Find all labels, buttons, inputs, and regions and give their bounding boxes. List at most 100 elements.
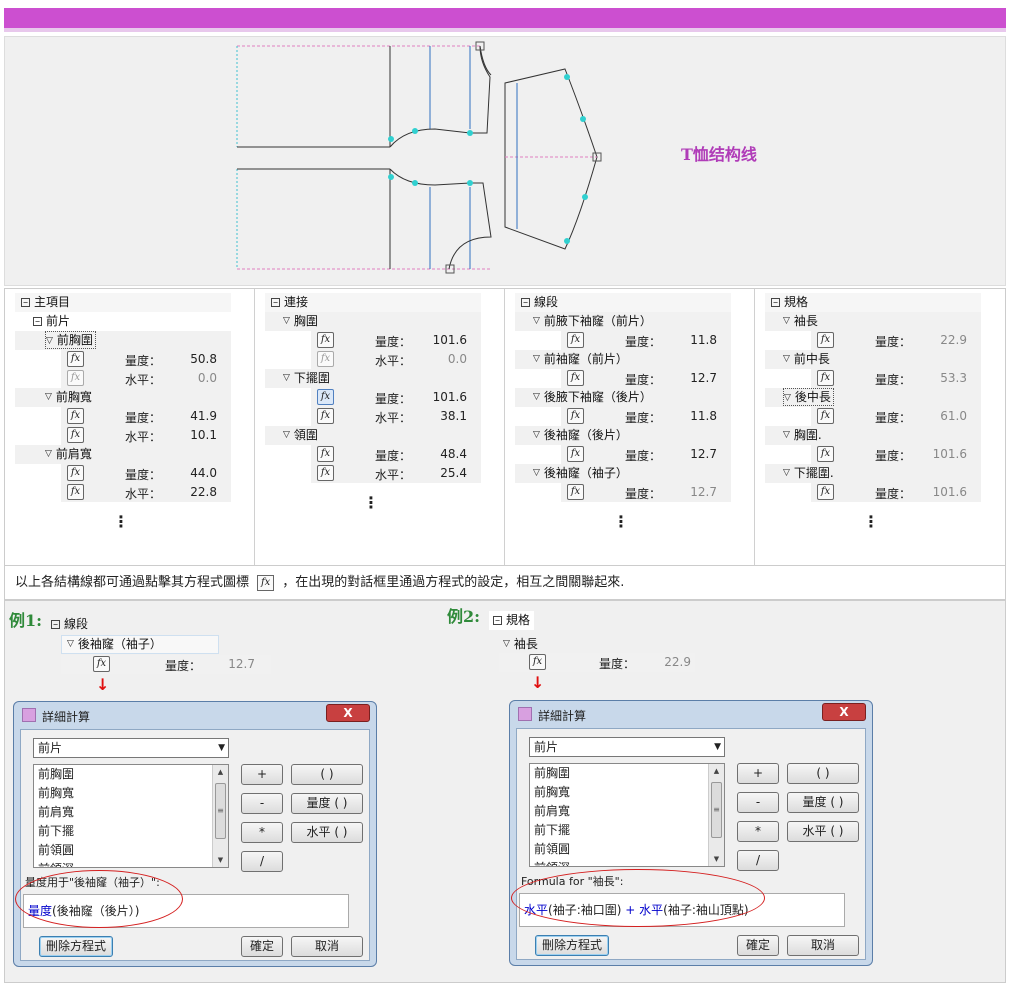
list-item[interactable]: 前胸圍 [534, 766, 571, 780]
fx-icon[interactable]: fx [317, 465, 334, 481]
expand-triangle-icon[interactable]: ▽ [283, 430, 290, 440]
expand-triangle-icon[interactable]: ▽ [45, 392, 52, 402]
fx-icon[interactable]: fx [817, 484, 834, 500]
scroll-thumb[interactable]: ≡ [711, 782, 722, 838]
operator-button[interactable]: * [241, 822, 283, 843]
operator-button[interactable]: - [241, 793, 283, 814]
tree-node[interactable]: ▽前胸寬 [45, 388, 92, 407]
fx-icon[interactable]: fx [67, 351, 84, 367]
expand-triangle-icon[interactable]: ▽ [533, 468, 540, 478]
piece-select[interactable]: 前片▼ [529, 737, 725, 757]
fx-icon[interactable]: fx [817, 370, 834, 386]
fx-icon[interactable]: fx [67, 427, 84, 443]
fx-icon[interactable]: fx [817, 408, 834, 424]
fx-icon[interactable]: fx [67, 465, 84, 481]
function-button[interactable]: ( ) [291, 764, 363, 785]
expand-triangle-icon[interactable]: ▽ [533, 430, 540, 440]
collapse-icon[interactable]: − [271, 298, 280, 307]
tree-node[interactable]: ▽前肩寬 [45, 445, 92, 464]
fx-icon[interactable]: fx [317, 351, 334, 367]
expand-triangle-icon[interactable]: ▽ [46, 335, 53, 346]
tree-folder[interactable]: −線段 [521, 293, 558, 312]
fx-icon[interactable]: fx [67, 484, 84, 500]
operator-button[interactable]: * [737, 821, 779, 842]
expand-triangle-icon[interactable]: ▽ [783, 430, 790, 440]
expand-triangle-icon[interactable]: ▽ [784, 392, 791, 403]
scroll-down-icon[interactable]: ▼ [217, 856, 224, 864]
example2-tree-root[interactable]: −規格 [489, 611, 535, 630]
expand-triangle-icon[interactable]: ▽ [45, 449, 52, 459]
fx-icon[interactable]: fx [67, 408, 84, 424]
tree-folder[interactable]: −前片 [33, 312, 70, 331]
fx-icon[interactable]: fx [93, 656, 110, 672]
tree-node[interactable]: ▽後中長 [783, 388, 834, 406]
tree-node[interactable]: ▽胸圍. [783, 426, 822, 445]
collapse-icon[interactable]: − [521, 298, 530, 307]
function-button[interactable]: 量度 ( ) [787, 792, 859, 813]
function-button[interactable]: ( ) [787, 763, 859, 784]
operator-button[interactable]: + [737, 763, 779, 784]
tree-node[interactable]: ▽後袖窿（袖子） [533, 464, 628, 483]
expand-triangle-icon[interactable]: ▽ [783, 354, 790, 364]
cancel-button[interactable]: 取消 [787, 935, 859, 956]
list-item[interactable]: 前領深 [530, 859, 724, 866]
fx-icon[interactable]: fx [817, 446, 834, 462]
list-item[interactable]: 前下擺 [534, 823, 571, 837]
tree-node[interactable]: ▽後腋下袖窿（後片） [533, 388, 652, 407]
scroll-down-icon[interactable]: ▼ [713, 855, 720, 863]
scrollbar[interactable]: ▲ ≡ ▼ [708, 764, 724, 866]
tree-node[interactable]: ▽胸圍 [283, 312, 318, 331]
operator-button[interactable]: / [241, 851, 283, 872]
tree-node[interactable]: ▽前中長 [783, 350, 830, 369]
tree-node[interactable]: ▽後袖窿（後片） [533, 426, 628, 445]
tree-node[interactable]: ▽前胸圍 [45, 331, 96, 349]
measurement-list[interactable]: 前胸圍前胸寬前肩寬前下擺前領圓前領深▲≡▼ [33, 764, 229, 868]
close-button[interactable]: X [822, 703, 866, 721]
fx-icon[interactable]: fx [567, 408, 584, 424]
operator-button[interactable]: + [241, 764, 283, 785]
operator-button[interactable]: / [737, 850, 779, 871]
expand-triangle-icon[interactable]: ▽ [503, 639, 510, 649]
collapse-icon[interactable]: − [51, 620, 60, 629]
delete-formula-button[interactable]: 刪除方程式 [535, 935, 609, 956]
chevron-down-icon[interactable]: ▼ [218, 743, 225, 753]
fx-icon[interactable]: fx [317, 446, 334, 462]
list-item[interactable]: 前肩寬 [38, 805, 75, 819]
fx-icon[interactable]: fx [817, 332, 834, 348]
scroll-up-icon[interactable]: ▲ [713, 767, 720, 775]
delete-formula-button[interactable]: 刪除方程式 [39, 936, 113, 957]
list-item[interactable]: 前領圓 [38, 843, 75, 857]
ok-button[interactable]: 確定 [241, 936, 283, 957]
tree-folder[interactable]: −主項目 [21, 293, 70, 312]
tree-node[interactable]: ▽下擺圍. [783, 464, 834, 483]
fx-icon[interactable]: fx [567, 484, 584, 500]
collapse-icon[interactable]: − [21, 298, 30, 307]
expand-triangle-icon[interactable]: ▽ [783, 316, 790, 326]
scroll-thumb[interactable]: ≡ [215, 783, 226, 839]
expand-triangle-icon[interactable]: ▽ [533, 354, 540, 364]
function-button[interactable]: 量度 ( ) [291, 793, 363, 814]
fx-icon[interactable]: fx [529, 654, 546, 670]
tree-folder[interactable]: −規格 [771, 293, 808, 312]
piece-select[interactable]: 前片▼ [33, 738, 229, 758]
expand-triangle-icon[interactable]: ▽ [283, 373, 290, 383]
tree-node[interactable]: ▽前腋下袖窿（前片） [533, 312, 652, 331]
scroll-up-icon[interactable]: ▲ [217, 768, 224, 776]
scrollbar[interactable]: ▲ ≡ ▼ [212, 765, 228, 867]
collapse-icon[interactable]: − [493, 616, 502, 625]
ok-button[interactable]: 確定 [737, 935, 779, 956]
fx-icon[interactable]: fx [567, 446, 584, 462]
fx-icon[interactable]: fx [317, 408, 334, 424]
list-item[interactable]: 前胸寬 [534, 785, 571, 799]
close-button[interactable]: X [326, 704, 370, 722]
fx-icon[interactable]: fx [567, 332, 584, 348]
list-item[interactable]: 前肩寬 [534, 804, 571, 818]
expand-triangle-icon[interactable]: ▽ [67, 639, 74, 649]
list-item[interactable]: 前領圓 [534, 842, 571, 856]
list-item[interactable]: 前下擺 [38, 824, 75, 838]
chevron-down-icon[interactable]: ▼ [714, 742, 721, 752]
tree-node[interactable]: ▽前袖窿（前片） [533, 350, 628, 369]
expand-triangle-icon[interactable]: ▽ [783, 468, 790, 478]
cancel-button[interactable]: 取消 [291, 936, 363, 957]
tree-node[interactable]: ▽袖長 [783, 312, 818, 331]
